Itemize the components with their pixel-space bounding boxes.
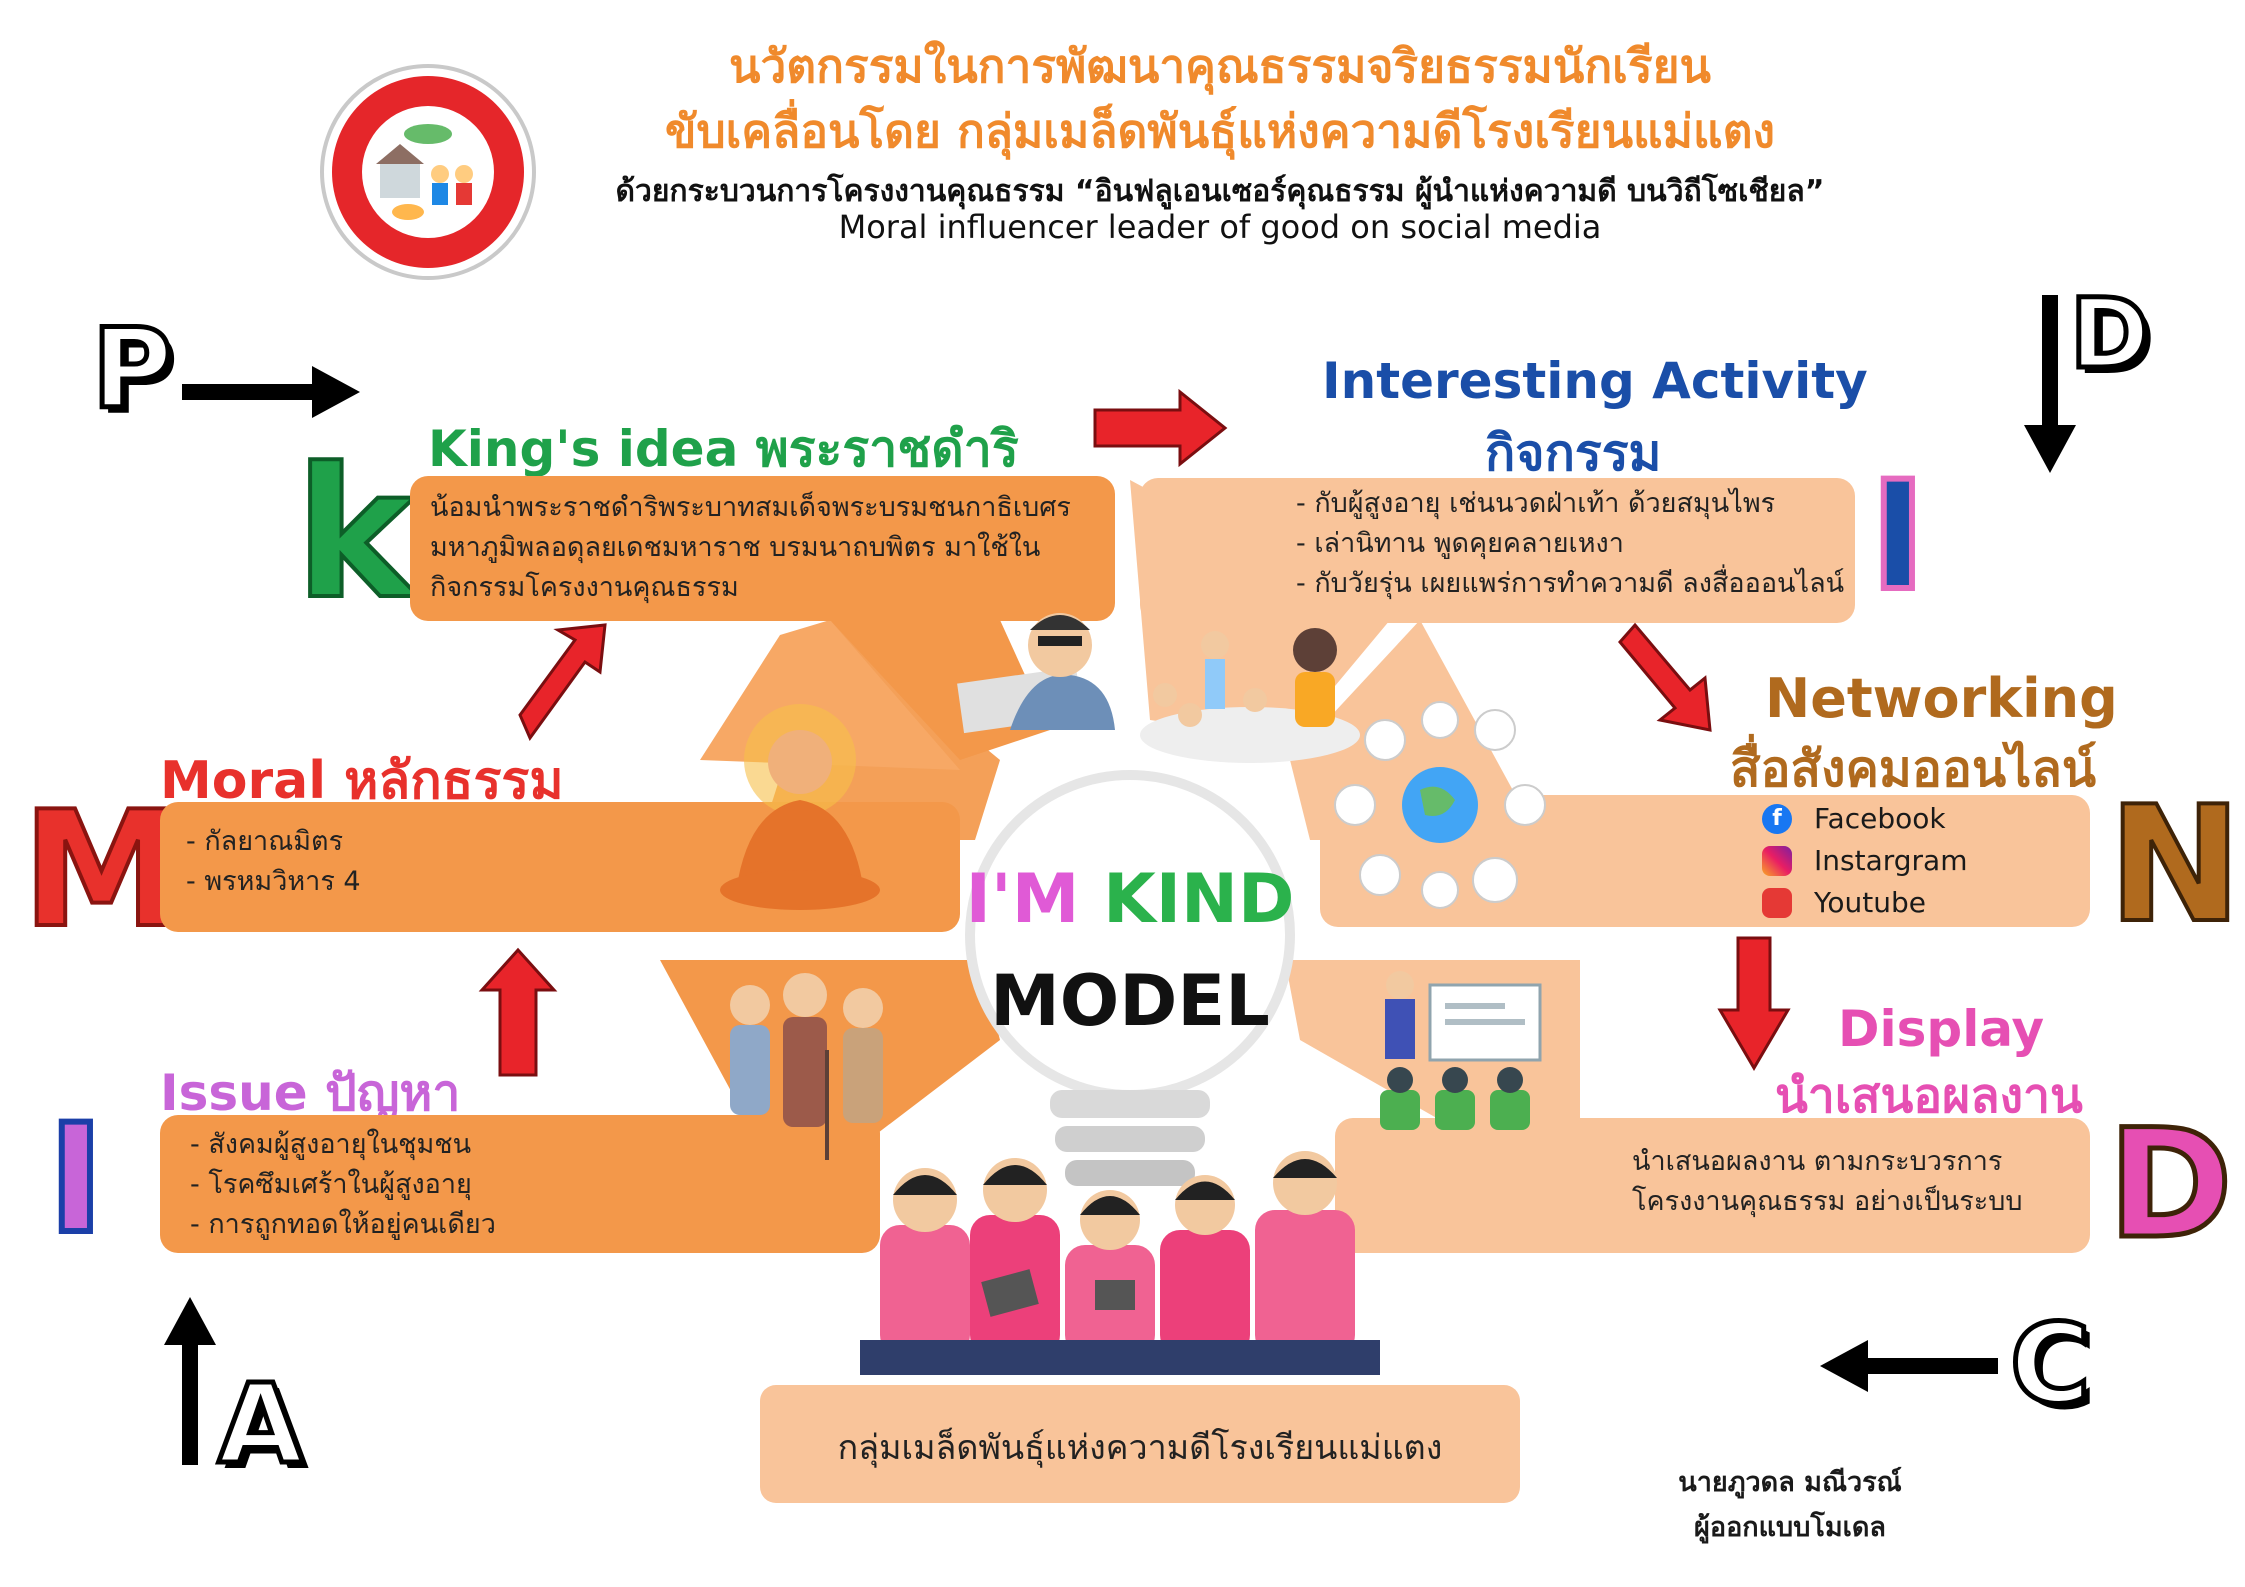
interesting-body: - กับผู้สูงอายุ เช่นนวดฝ่าเท้า ด้วยสมุนไ… xyxy=(1296,488,1845,599)
subtitle-thai: ด้วยกระบวนการโครงงานคุณธรรม “อินฟลูเอนเซ… xyxy=(615,174,1825,209)
letter-k: k xyxy=(293,430,417,639)
letter-i-interesting: I xyxy=(1867,450,1929,624)
issue-panel xyxy=(160,1115,880,1253)
king-panel xyxy=(410,476,1115,621)
center-model: MODEL xyxy=(990,960,1270,1042)
students-photo xyxy=(860,1151,1380,1375)
display-heading-en: Display xyxy=(1838,1000,2045,1058)
display-heading-th: นำเสนอผลงาน xyxy=(1775,1068,2083,1124)
networking-heading-en: Networking xyxy=(1765,667,2118,730)
king-body: น้อมนำพระราชดำริพระบาทสมเด็จพระบรมชนกาธิ… xyxy=(430,492,1071,603)
arrow-right-icon xyxy=(182,366,360,418)
social-label-youtube: Youtube xyxy=(1814,886,1926,919)
letter-d-display: D xyxy=(2106,1098,2235,1272)
main-title-line2: ขับเคลื่อนโดย กลุ่มเมล็ดพันธุ์แห่งความดี… xyxy=(665,104,1775,158)
lightbulb-base-illustration xyxy=(1050,1090,1210,1186)
presentation-illustration xyxy=(1380,971,1542,1130)
social-item-instagram[interactable]: Instargram xyxy=(1762,840,1967,882)
center-im-kind: I'M KIND xyxy=(955,860,1305,939)
buddha-illustration xyxy=(720,704,880,910)
interesting-heading-th: กิจกรรม xyxy=(1485,424,1662,482)
instagram-icon xyxy=(1762,846,1792,876)
network-people-illustration xyxy=(1334,701,1546,909)
display-body: นำเสนอผลงาน ตามกระบวรการ โครงงานคุณธรรม … xyxy=(1632,1146,2023,1217)
social-item-facebook[interactable]: f Facebook xyxy=(1762,798,1967,840)
letter-m: M xyxy=(20,776,183,963)
arrow-up-icon xyxy=(164,1297,216,1465)
designer-name: นายภูวดล มณีวรณ์ xyxy=(1678,1467,1902,1498)
facebook-icon: f xyxy=(1762,804,1792,834)
issue-heading: Issue ปัญหา xyxy=(160,1064,461,1122)
interesting-panel xyxy=(1140,478,1855,623)
youtube-icon xyxy=(1762,888,1792,918)
social-item-youtube[interactable]: Youtube xyxy=(1762,882,1967,924)
social-label-instagram: Instargram xyxy=(1814,844,1968,877)
king-heading: King's idea พระราชดำริ xyxy=(428,420,1019,478)
project-logo xyxy=(318,62,538,282)
arrow-left-icon xyxy=(1820,1340,1998,1392)
moral-body: - กัลยาณมิตร - พรหมวิหาร 4 xyxy=(186,826,361,897)
issue-body: - สังคมผู้สูงอายุในชุมชน - โรคซึมเศร้าใน… xyxy=(190,1129,496,1240)
moral-heading: Moral หลักธรรม xyxy=(160,751,564,811)
center-im: I'M xyxy=(965,860,1080,939)
display-panel xyxy=(1335,1118,2090,1253)
corner-letter-c: C xyxy=(2008,1298,2094,1431)
corner-letter-d: D xyxy=(2068,276,2153,393)
bottom-label: กลุ่มเมล็ดพันธุ์แห่งความดีโรงเรียนแม่แตง xyxy=(837,1428,1443,1468)
king-portrait-illustration xyxy=(957,613,1115,734)
networking-heading-th: สื่อสังคมออนไลน์ xyxy=(1730,740,2097,798)
subtitle-english: Moral influencer leader of good on socia… xyxy=(838,208,1602,246)
center-circle xyxy=(965,770,1295,1100)
social-label-facebook: Facebook xyxy=(1814,802,1946,835)
social-list: f Facebook Instargram Youtube xyxy=(1762,798,1967,924)
corner-letter-p: P xyxy=(90,303,176,436)
elderly-people-illustration xyxy=(730,973,883,1160)
letter-n: N xyxy=(2106,771,2244,958)
interesting-heading-en: Interesting Activity xyxy=(1322,352,1868,410)
arrow-down-icon xyxy=(2024,295,2076,473)
activity-group-illustration xyxy=(1140,628,1360,763)
corner-letter-a: A xyxy=(215,1358,305,1491)
center-kind: KIND xyxy=(1103,860,1295,939)
main-title-line1: นวัตกรรมในการพัฒนาคุณธรรมจริยธรรมนักเรีย… xyxy=(729,39,1711,93)
designer-role: ผู้ออกแบบโมเดล xyxy=(1694,1512,1886,1543)
letter-i-issue: I xyxy=(45,1093,107,1267)
bottom-label-panel xyxy=(760,1385,1520,1503)
